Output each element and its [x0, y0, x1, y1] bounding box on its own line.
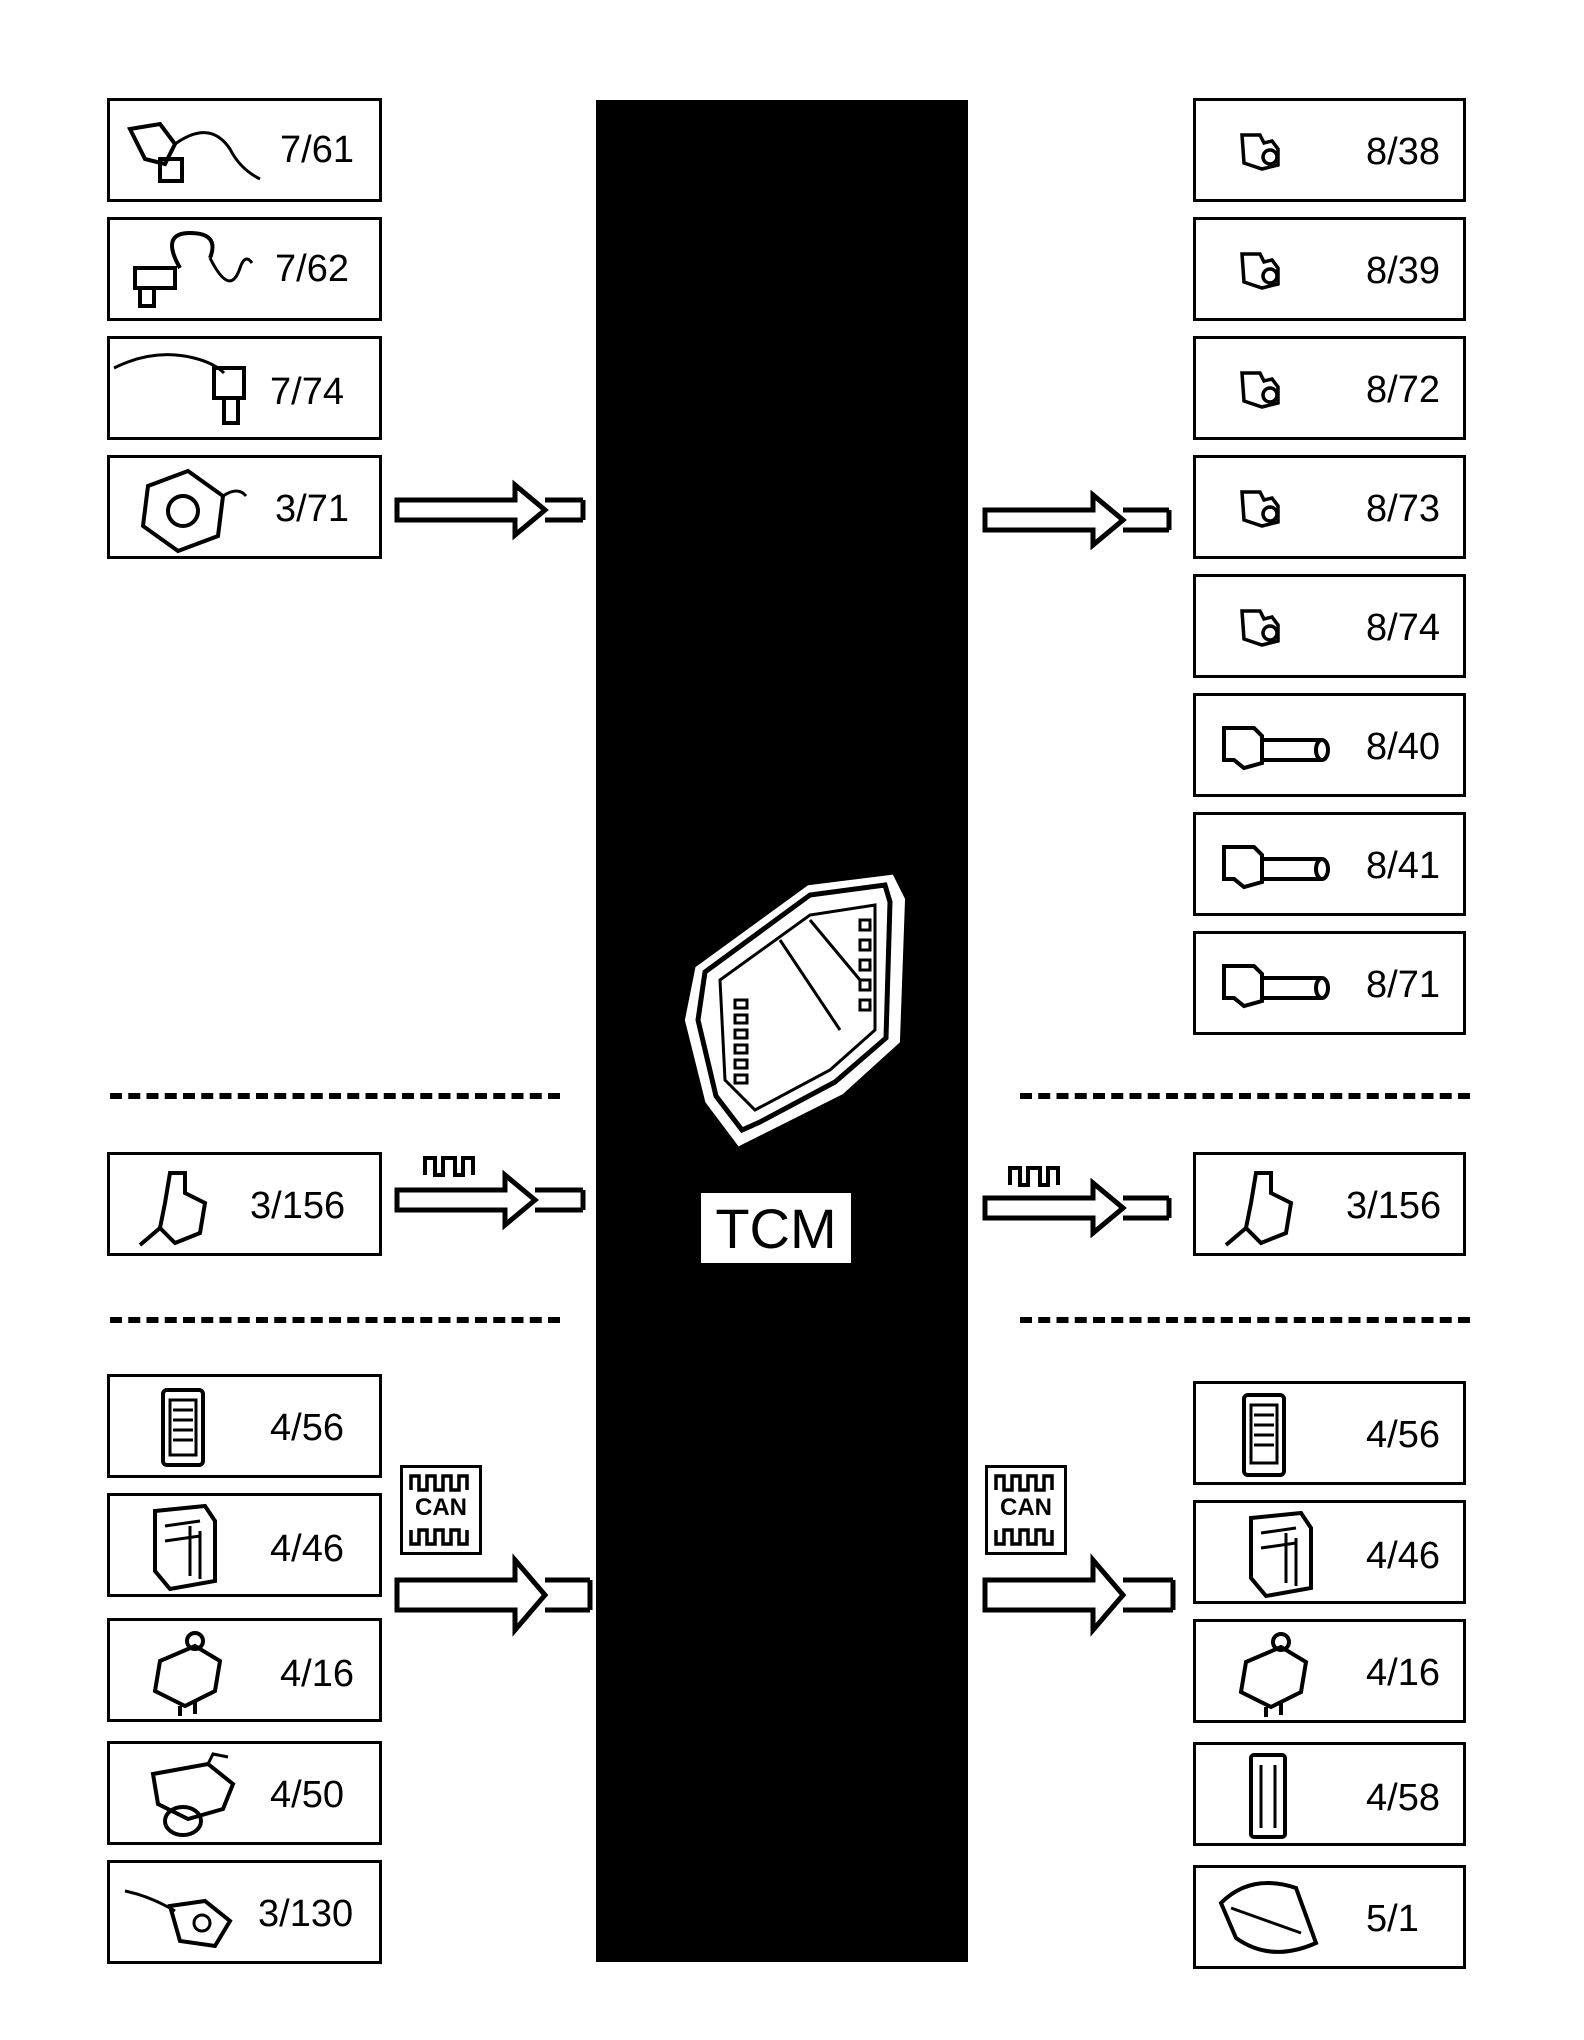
component-label: 4/16 — [1366, 1652, 1440, 1694]
component-label: 4/58 — [1366, 1777, 1440, 1819]
component-label: 7/62 — [275, 248, 349, 290]
input-component-3-156: 3/156 — [107, 1152, 382, 1256]
ecm-icon — [152, 1631, 223, 1716]
component-label: 8/73 — [1366, 488, 1440, 530]
can-label: CAN — [415, 1494, 467, 1521]
component-label: 8/74 — [1366, 607, 1440, 649]
input-component-4-16: 4/16 — [107, 1618, 382, 1722]
component-label: 3/130 — [258, 1893, 354, 1935]
switch-cable-icon — [124, 1889, 233, 1949]
solenoid-icon — [1240, 252, 1280, 290]
component-label: 3/156 — [250, 1185, 346, 1227]
component-label: 4/46 — [1366, 1535, 1440, 1577]
solenoid-icon — [1240, 133, 1280, 171]
tcm-label: TCM — [701, 1193, 851, 1263]
sensor-icon — [138, 1171, 208, 1247]
sensor-icon — [1224, 1171, 1294, 1247]
output-component-8-40: 8/40 — [1193, 693, 1466, 797]
separator-right-2 — [1020, 1317, 1470, 1323]
valve-icon — [1222, 964, 1330, 1009]
output-component-8-38: 8/38 — [1193, 98, 1466, 202]
component-label: 8/38 — [1366, 131, 1440, 173]
instrument-cluster-icon — [1218, 1881, 1319, 1954]
module-icon — [161, 1388, 205, 1467]
component-label: 8/41 — [1366, 845, 1440, 887]
separator-left-1 — [110, 1093, 560, 1099]
component-label: 8/40 — [1366, 726, 1440, 768]
output-component-8-74: 8/74 — [1193, 574, 1466, 678]
input-component-7-74: 7/74 — [107, 336, 382, 440]
output-arrow-hardwired — [982, 489, 1172, 551]
pwm-signal-icon — [1008, 1166, 1060, 1187]
component-label: 4/50 — [270, 1774, 344, 1816]
component-label: 4/16 — [280, 1653, 354, 1695]
output-component-3-156: 3/156 — [1193, 1152, 1466, 1256]
component-label: 7/61 — [280, 129, 354, 171]
can-badge-left: CAN — [400, 1465, 482, 1555]
input-arrow-pwm — [394, 1169, 586, 1231]
output-component-8-41: 8/41 — [1193, 812, 1466, 916]
solenoid-icon — [1240, 371, 1280, 409]
output-component-8-73: 8/73 — [1193, 455, 1466, 559]
pwm-signal-icon — [423, 1156, 475, 1177]
solenoid-icon — [1240, 490, 1280, 528]
component-label: 5/1 — [1366, 1898, 1419, 1940]
can-badge-right: CAN — [985, 1465, 1067, 1555]
sensor-cable-icon — [127, 121, 261, 183]
output-component-4-16: 4/16 — [1193, 1619, 1466, 1723]
module-icon — [1242, 1393, 1286, 1477]
can-signal-bottom-icon — [994, 1528, 1054, 1546]
can-label: CAN — [1000, 1494, 1052, 1521]
sensor-plug-icon — [113, 353, 246, 425]
output-component-8-71: 8/71 — [1193, 931, 1466, 1035]
component-label: 3/156 — [1346, 1185, 1442, 1227]
input-component-4-56: 4/56 — [107, 1374, 382, 1478]
output-arrow-can — [982, 1553, 1176, 1637]
output-component-4-58: 4/58 — [1193, 1742, 1466, 1846]
display-module-icon — [1249, 1510, 1313, 1599]
can-signal-top-icon — [994, 1474, 1054, 1492]
input-arrow-can — [394, 1553, 593, 1637]
output-component-8-39: 8/39 — [1193, 217, 1466, 321]
can-signal-top-icon — [409, 1474, 469, 1492]
throttle-module-icon — [150, 1752, 236, 1837]
separator-left-2 — [110, 1317, 560, 1323]
valve-icon — [1222, 726, 1330, 771]
slim-module-icon — [1249, 1753, 1287, 1839]
solenoid-icon — [1240, 609, 1280, 647]
input-component-7-61: 7/61 — [107, 98, 382, 202]
ecm-icon — [1238, 1632, 1309, 1717]
input-component-3-130: 3/130 — [107, 1860, 382, 1964]
output-component-4-56: 4/56 — [1193, 1381, 1466, 1485]
component-label: 8/72 — [1366, 369, 1440, 411]
component-label: 7/74 — [270, 371, 344, 413]
component-label: 3/71 — [275, 488, 349, 530]
separator-right-1 — [1020, 1093, 1470, 1099]
tcm-unit-icon — [684, 874, 906, 1147]
component-label: 4/46 — [270, 1528, 344, 1570]
output-component-8-72: 8/72 — [1193, 336, 1466, 440]
display-module-icon — [153, 1503, 217, 1592]
input-component-7-62: 7/62 — [107, 217, 382, 321]
component-label: 8/71 — [1366, 964, 1440, 1006]
valve-icon — [1222, 845, 1330, 890]
component-label: 8/39 — [1366, 250, 1440, 292]
range-sensor-icon — [140, 468, 248, 554]
input-component-3-71: 3/71 — [107, 455, 382, 559]
sensor-loop-cable-icon — [133, 230, 254, 308]
output-arrow-pwm — [982, 1177, 1172, 1239]
can-signal-bottom-icon — [409, 1528, 469, 1546]
component-label: 4/56 — [270, 1407, 344, 1449]
output-component-5-1: 5/1 — [1193, 1865, 1466, 1969]
input-component-4-50: 4/50 — [107, 1741, 382, 1845]
output-component-4-46: 4/46 — [1193, 1500, 1466, 1604]
input-component-4-46: 4/46 — [107, 1493, 382, 1597]
component-label: 4/56 — [1366, 1414, 1440, 1456]
input-arrow-hardwired — [394, 479, 586, 541]
